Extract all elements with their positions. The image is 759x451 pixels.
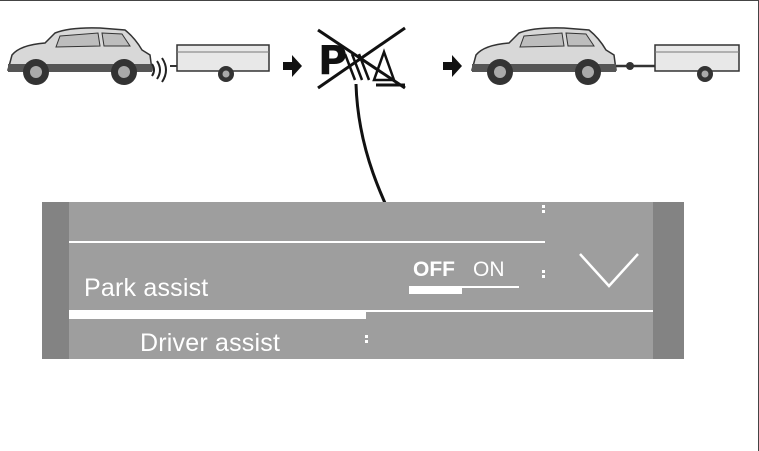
toggle-on-label[interactable]: ON [473,258,505,281]
panel-left-edge [42,202,69,359]
toggle-track [409,286,519,288]
panel-right-edge [653,202,684,359]
row-divider [69,241,545,243]
park-assist-toggle[interactable]: OFF ON [409,258,521,298]
scroll-dots [542,270,545,280]
toggle-selection-indicator [409,286,462,294]
scroll-dots [542,205,545,215]
toggle-off-label[interactable]: OFF [413,258,455,281]
scroll-dots [365,335,368,345]
chevron-down-icon[interactable] [578,250,640,290]
driver-assist-label[interactable]: Driver assist [140,329,281,357]
selected-row-indicator [69,310,366,319]
settings-panel: Park assist OFF ON Driver assist [42,202,684,359]
park-assist-label: Park assist [84,274,209,302]
